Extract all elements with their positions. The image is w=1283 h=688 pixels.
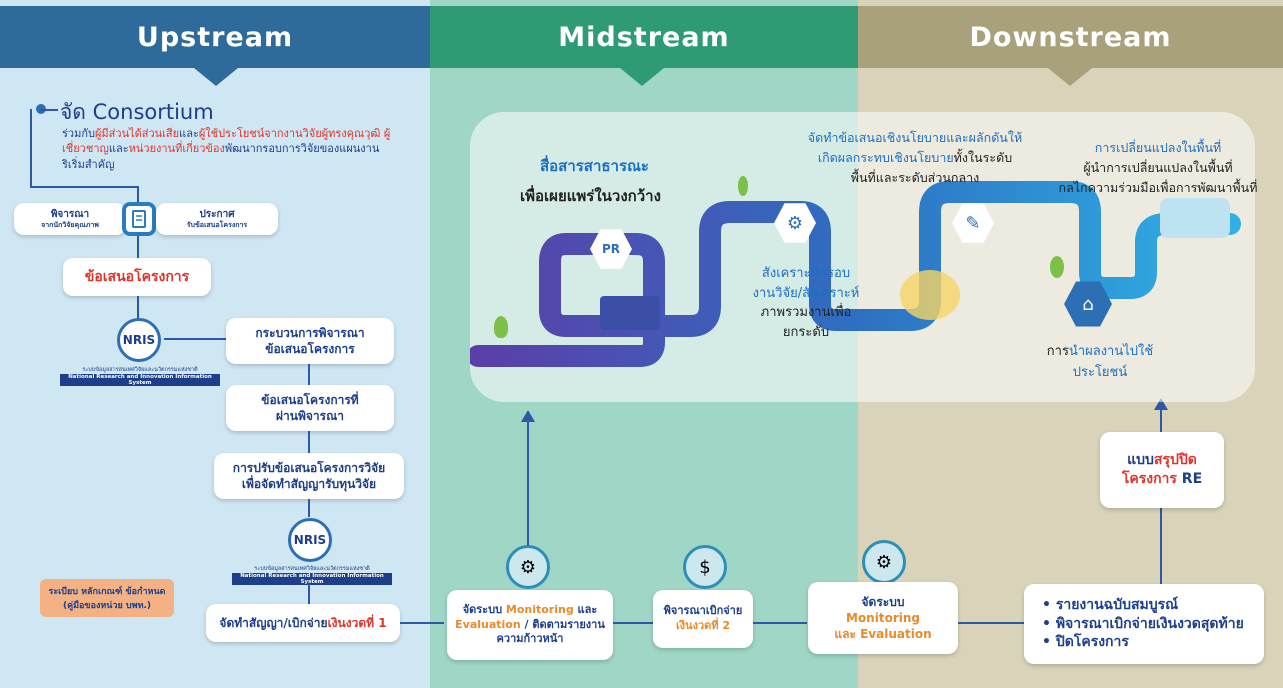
policy-text: จัดทำข้อเสนอเชิงนโยบายและผลักดันให้ เกิด… — [807, 130, 1023, 185]
nriis-logo-icon: NRIS — [117, 318, 161, 362]
connector-line — [1160, 408, 1162, 432]
revise-box: การปรับข้อเสนอโครงการวิจัย เพื่อจัดทำสัญ… — [214, 453, 404, 499]
tree-icon — [494, 316, 508, 338]
connector-line — [753, 622, 807, 624]
connector-line — [400, 622, 444, 624]
use-text: การนำผลงานไปใช้ ประโยชน์ — [1046, 344, 1154, 380]
connector-line — [527, 420, 529, 546]
consortium-line — [40, 109, 58, 111]
nriis-logo-icon: NRIS — [288, 518, 332, 562]
connector-line — [308, 431, 310, 453]
upstream-header: Upstream — [0, 6, 430, 68]
nriis-caption: ระบบข้อมูลสารสนเทศวิจัยและนวัตกรรมแห่งชา… — [60, 366, 220, 386]
connector-line — [30, 109, 32, 187]
downstream-monitor-box: จัดระบบ Monitoring และ Evaluation — [808, 582, 958, 654]
tree-icon — [738, 176, 748, 196]
nriis-caption: ระบบข้อมูลสารสนเทศวิจัยและนวัตกรรมแห่งชา… — [232, 565, 392, 585]
pr-title: สื่อสารสาธารณะ — [540, 157, 649, 175]
connector-line — [308, 499, 310, 517]
consortium-title: จัด Consortium — [60, 100, 214, 124]
change-text: การเปลี่ยนแปลงในพื้นที่ ผู้นำการเปลี่ยนแ… — [1058, 140, 1258, 195]
midstream-header: Midstream — [430, 6, 858, 68]
rules-box: ระเบียบ หลักเกณฑ์ ข้อกำหนด (คู่มือของหน่… — [40, 579, 174, 617]
pay2-box: พิจารณาเบิกจ่าย เงินงวดที่ 2 — [653, 590, 753, 648]
pr-subtitle: เพื่อเผยแพร่ในวงกว้าง — [520, 187, 661, 205]
connector-line — [164, 338, 226, 340]
close-form-box: แบบสรุปปิด โครงการ RE — [1100, 432, 1224, 508]
connector-line — [137, 236, 139, 258]
proposal-box: ข้อเสนอโครงการ — [63, 258, 211, 296]
process-box: กระบวนการพิจารณา ข้อเสนอโครงการ — [226, 318, 394, 364]
synthesis-text: สังเคราะห์กรอบ งานวิจัย/สังเคราะห์ ภาพรว… — [752, 266, 860, 340]
final-box: • รายงานฉบับสมบูรณ์ • พิจารณาเบิกจ่ายเงิ… — [1024, 584, 1264, 664]
connector-line — [137, 186, 139, 204]
consortium-description: ร่วมกับผู้มีส่วนได้ส่วนเสียและผู้ใช้ประโ… — [62, 127, 391, 171]
monitor-box: จัดระบบ Monitoring และ Evaluation / ติดต… — [447, 590, 613, 660]
connector-line — [137, 296, 139, 320]
arrow-up-icon — [521, 410, 535, 422]
connector-line — [613, 622, 653, 624]
upstream-pointer — [194, 68, 238, 86]
laptop-icon — [600, 296, 660, 330]
community-worker-icon — [1160, 198, 1230, 238]
connector-line — [308, 584, 310, 604]
announce-box: ประกาศ รับข้อเสนอโครงการ — [156, 203, 278, 235]
downstream-header: Downstream — [858, 6, 1283, 68]
connector-line — [958, 622, 1024, 624]
midstream-pointer — [620, 68, 664, 86]
connector-line — [1160, 508, 1162, 584]
connector-line — [308, 364, 310, 386]
contract-box: จัดทำสัญญา/เบิกจ่ายเงินงวดที่ 1 — [206, 604, 400, 642]
people-group-icon — [900, 270, 960, 320]
document-icon — [122, 202, 156, 236]
downstream-pointer — [1048, 68, 1092, 86]
monitoring-icon: ⚙ — [506, 545, 550, 589]
connector-line — [30, 186, 138, 188]
monitoring-icon: ⚙ — [862, 540, 906, 584]
tree-icon — [1050, 256, 1064, 278]
consider-box: พิจารณา จากนักวิจัยคุณภาพ — [14, 203, 126, 235]
money-hand-icon: $ — [683, 545, 727, 589]
passed-box: ข้อเสนอโครงการที่ ผ่านพิจารณา — [226, 385, 394, 431]
